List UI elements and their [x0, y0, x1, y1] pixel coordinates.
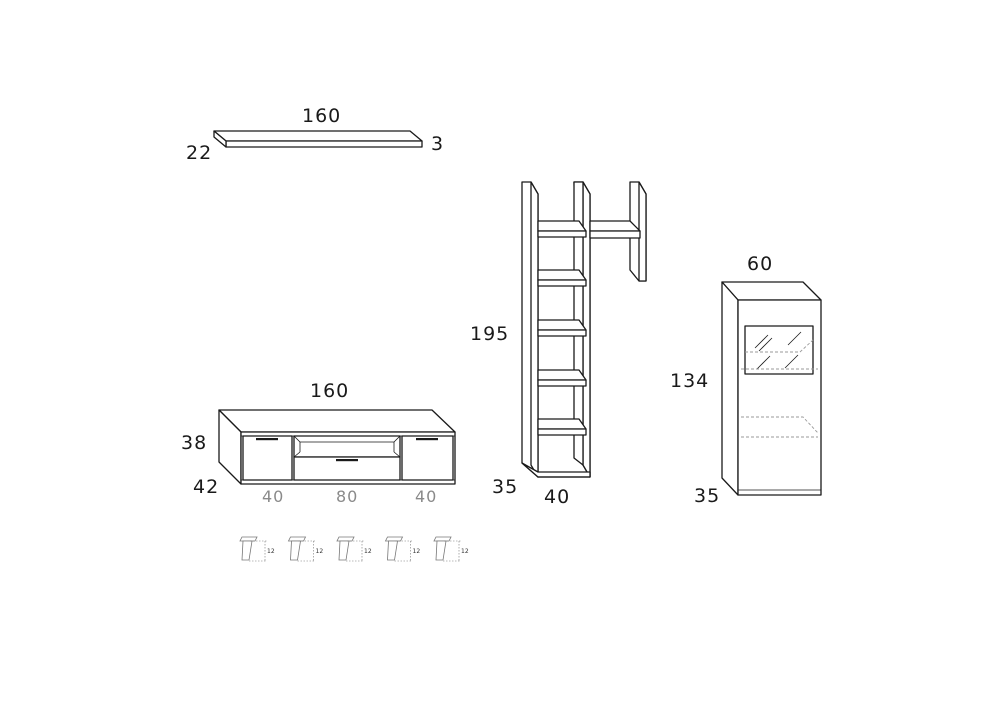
bookcase-depth-label: 35: [492, 476, 518, 498]
bookcase-shelf: [537, 220, 587, 232]
shelf-height-label: 3: [431, 133, 444, 155]
tv-unit-depth-label: 42: [193, 476, 219, 498]
bookcase-shelf-edge: [537, 230, 587, 238]
leg-height-label: 12: [364, 548, 372, 555]
leg-icon: 12: [433, 536, 469, 562]
shelf-width-label: 160: [302, 105, 341, 127]
shelf-depth-label: 22: [186, 142, 212, 164]
tv-unit-segment-center: 80: [336, 487, 358, 506]
cabinet-width-label: 60: [747, 253, 773, 275]
tv-unit-width-label: 160: [310, 380, 349, 402]
bookcase-height-label: 195: [470, 323, 509, 345]
bookcase-shelf: [537, 418, 587, 430]
tv-unit-segment-right: 40: [415, 487, 437, 506]
bookcase: 195 35 40: [470, 181, 647, 508]
bookcase-shelf-edge: [537, 428, 587, 436]
wall-shelf: 160 22 3: [186, 105, 444, 164]
tv-unit-height-label: 38: [181, 432, 207, 454]
cabinet-height-label: 134: [670, 370, 709, 392]
leg-height-label: 12: [413, 548, 421, 555]
display-cabinet: 60 134 35: [670, 253, 822, 507]
bookcase-shelf-edge: [537, 329, 587, 337]
tv-unit-segment-left: 40: [262, 487, 284, 506]
leg-icon: 12: [239, 536, 275, 562]
tv-unit: 160 38 42 40 80 40: [181, 380, 456, 506]
leg-height-label: 12: [267, 548, 275, 555]
bookcase-shelf: [537, 269, 587, 281]
leg-height-label: 12: [461, 548, 469, 555]
bookcase-shelf-edge: [537, 279, 587, 287]
leg-icon: 12: [287, 536, 324, 562]
leg-icon: 12: [336, 536, 372, 562]
bookcase-shelf-edge: [537, 379, 587, 387]
bookcase-shelf: [537, 369, 587, 381]
leg-icon: 12: [384, 536, 421, 562]
cabinet-depth-label: 35: [694, 485, 720, 507]
bookcase-shelf: [537, 319, 587, 331]
bookcase-width-label: 40: [544, 486, 570, 508]
leg-height-label: 12: [316, 548, 324, 555]
legs-row: 12 12 12 12 12: [239, 536, 469, 562]
